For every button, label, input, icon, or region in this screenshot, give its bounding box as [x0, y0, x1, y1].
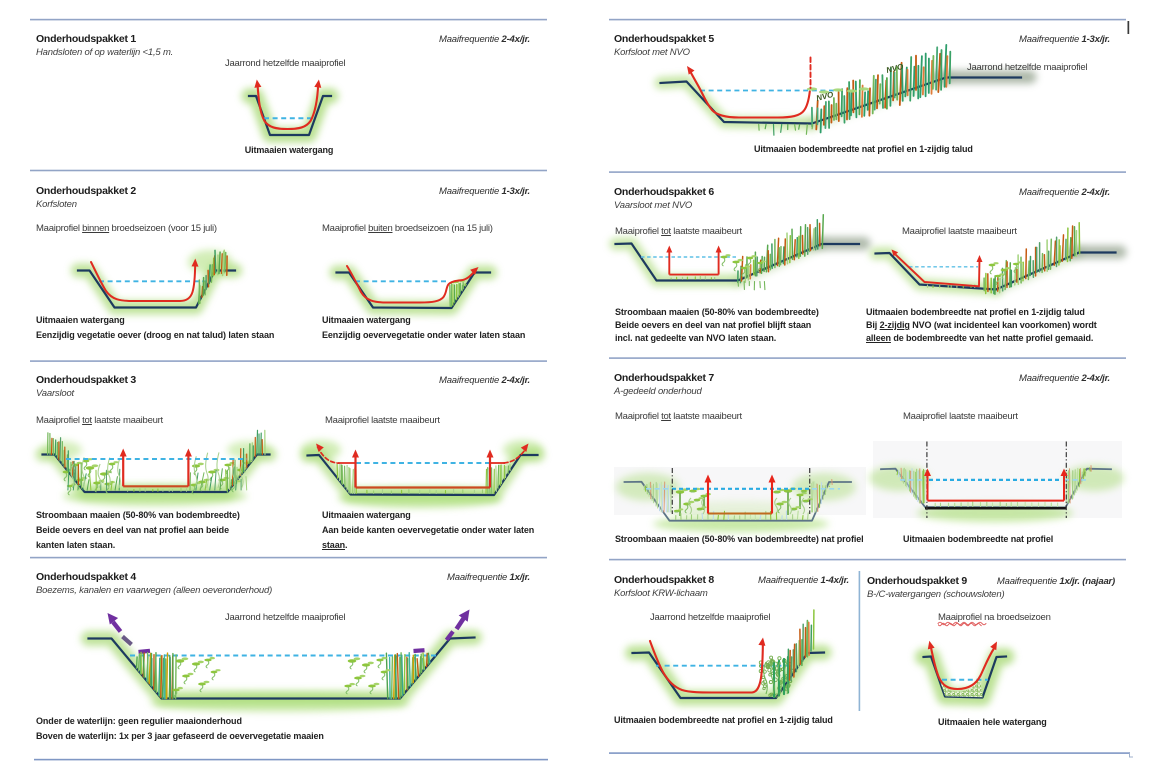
svg-text:NVO: NVO: [885, 62, 905, 75]
svg-text:NVO: NVO: [815, 90, 835, 103]
